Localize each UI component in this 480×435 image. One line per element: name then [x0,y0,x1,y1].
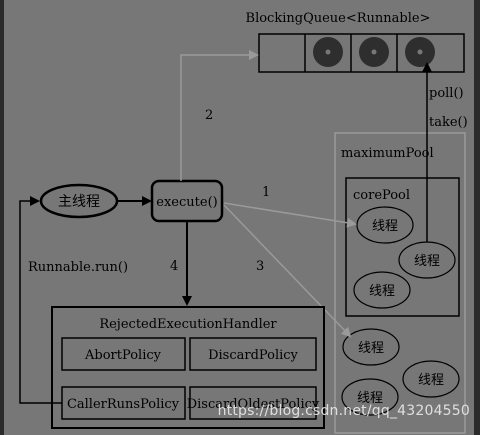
edge-label-4: 4 [170,259,178,274]
maximum-pool: maximumPool [334,132,466,434]
caller-runs-policy: CallerRunsPolicy [61,386,186,420]
main-thread-node: 主线程 [39,183,119,219]
svg-text:CallerRunsPolicy: CallerRunsPolicy [67,397,180,412]
discard-oldest-policy: DiscardOldestPolicy [187,386,320,420]
svg-text:线程: 线程 [369,284,395,299]
edge-label-2: 2 [205,108,213,123]
svg-text:线程: 线程 [418,373,444,388]
caller-runs-to-main-arrow [19,196,62,404]
svg-text:线程: 线程 [372,219,398,234]
execute-to-max-arrow [223,204,352,338]
execute-to-core-arrow [223,202,357,228]
queue-item [313,37,343,67]
svg-text:线程: 线程 [358,341,384,356]
svg-text:AbortPolicy: AbortPolicy [84,348,162,363]
svg-text:线程: 线程 [414,254,440,269]
edge-label-3: 3 [256,259,264,274]
poll-label: poll() [429,86,464,101]
execute-label: execute() [156,195,217,210]
maximum-pool-label: maximumPool [341,146,434,161]
execute-to-queue-arrow [180,50,259,181]
max-thread: 线程 [402,360,460,398]
rejected-execution-handler: RejectedExecutionHandler [51,306,325,429]
core-thread: 线程 [356,206,414,244]
take-label: take() [429,115,468,130]
queue-label: BlockingQueue<Runnable> [246,11,431,26]
blocking-queue [258,33,465,73]
core-pool-label: corePool [353,188,410,203]
queue-item [405,37,435,67]
max-thread: 线程 [342,328,400,366]
svg-text:DiscardPolicy: DiscardPolicy [208,348,298,363]
runnable-run-label: Runnable.run() [28,260,128,275]
core-pool: corePool [345,177,460,317]
watermark-text: https://blog.csdn.net/qq_43204550 [217,403,470,419]
handler-label: RejectedExecutionHandler [99,317,277,332]
main-thread-label: 主线程 [58,194,100,210]
svg-text:线程: 线程 [357,391,383,406]
core-thread: 线程 [398,241,456,279]
discard-policy: DiscardPolicy [189,337,317,371]
execute-node: execute() [150,179,224,223]
queue-item [359,37,389,67]
edge-label-1: 1 [262,185,270,200]
svg-text:DiscardOldestPolicy: DiscardOldestPolicy [187,397,320,412]
abort-policy: AbortPolicy [61,337,186,371]
max-thread: 线程 [341,378,399,416]
core-thread: 线程 [353,271,411,309]
